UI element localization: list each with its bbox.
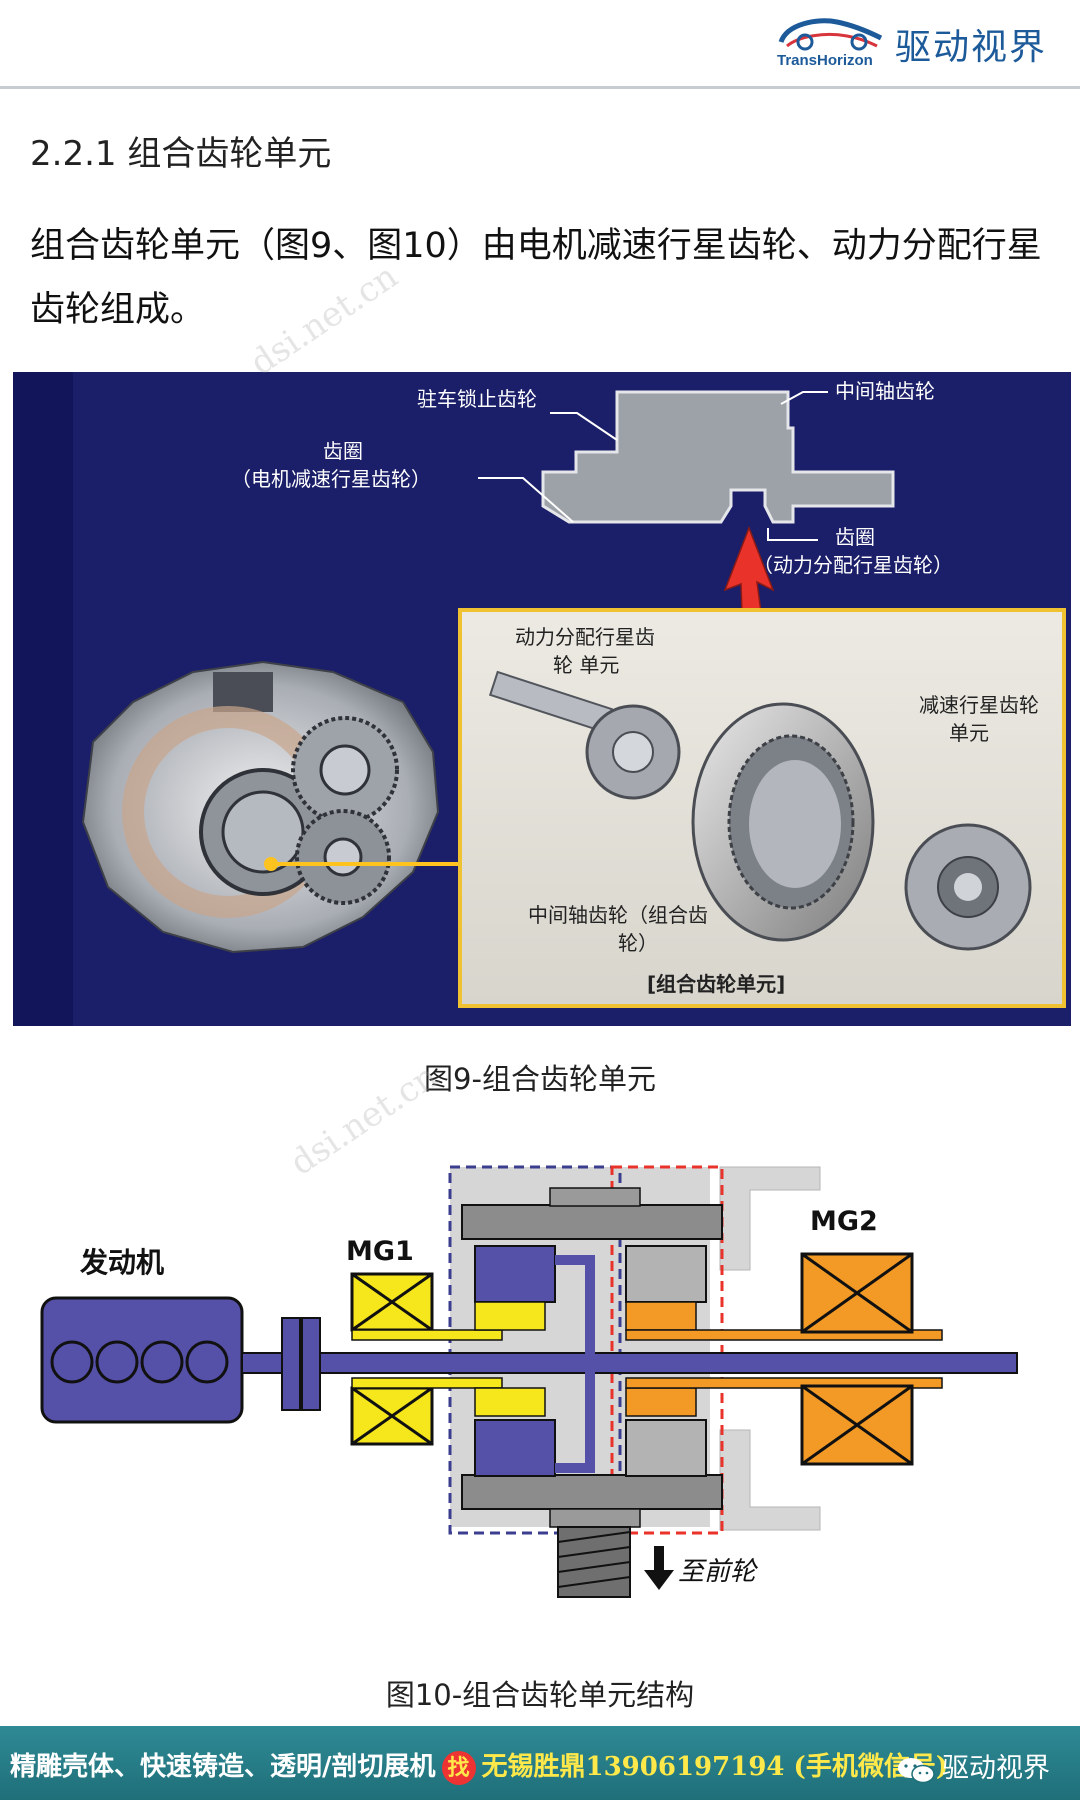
damper: [281, 1317, 301, 1411]
brand-logo: TransHorizon 驱动视界: [777, 12, 1052, 74]
find-badge: 找: [441, 1751, 476, 1785]
label-reduction-unit-1: 减速行星齿轮: [919, 693, 1039, 717]
label-unit-title: [组合齿轮单元]: [647, 972, 785, 996]
counter-ring-gear-image: [691, 702, 875, 942]
to-front-wheel-label: 至前轮: [678, 1557, 759, 1587]
transmission-assembly-image: [81, 660, 459, 954]
power-split-planetary-outline: [448, 1165, 622, 1535]
label-power-split-unit-2: 轮 单元: [553, 653, 619, 677]
gear-cross-section-diagram: [478, 390, 895, 541]
label-ring-gear-left-sub: （电机减速行星齿轮）: [231, 467, 431, 491]
figure-9-caption: 图9-组合齿轮单元: [424, 1062, 656, 1096]
label-power-split-unit-1: 动力分配行星齿: [515, 625, 655, 649]
down-arrow-icon: [644, 1546, 674, 1590]
logo-title: 驱动视界: [895, 27, 1048, 68]
logo-subtitle: TransHorizon: [777, 52, 873, 69]
figure-9-image: 驻车锁止齿轮 中间轴齿轮 齿圈 （电机减速行星齿轮） 齿圈 （动力分配行星齿轮）…: [13, 372, 1071, 1026]
mg1-label: MG1: [346, 1236, 414, 1267]
label-counter-gear-top: 中间轴齿轮: [835, 379, 935, 403]
wechat-icon: [898, 1757, 935, 1783]
footer-brand[interactable]: 驱动视界: [896, 1746, 1050, 1785]
label-ring-gear-right: 齿圈: [835, 525, 875, 549]
footer-brand-name: 驱动视界: [942, 1753, 1050, 1784]
page-header: TransHorizon 驱动视界: [0, 0, 1080, 89]
combined-gear-unit-panel: [458, 608, 1066, 1008]
power-split-planetary-set: [461, 1187, 723, 1528]
car-logo-icon: [778, 18, 883, 51]
footer-ad-text: 精雕壳体、快速铸造、透明/剖切展机: [10, 1752, 436, 1782]
footer-ad: 精雕壳体、快速铸造、透明/剖切展机找无锡胜鼎13906197194 (手机微信号…: [10, 1746, 948, 1785]
label-ring-gear-right-sub: （动力分配行星齿轮）: [753, 553, 953, 577]
mg2-label: MG2: [810, 1206, 878, 1237]
label-reduction-unit-2: 单元: [949, 721, 989, 745]
label-counter-gear-bottom-1: 中间轴齿轮（组合齿: [528, 903, 708, 927]
reduction-planetary-outline: [610, 1165, 724, 1535]
label-ring-gear-left: 齿圈: [323, 439, 363, 463]
power-split-gear-unit-image: [488, 670, 681, 800]
main-shaft: [241, 1352, 1018, 1374]
mg1-motor: [350, 1272, 503, 1446]
footer-banner[interactable]: 精雕壳体、快速铸造、透明/剖切展机找无锡胜鼎13906197194 (手机微信号…: [0, 1726, 1080, 1800]
mg2-motor: [800, 1252, 914, 1466]
engine-block: [40, 1296, 244, 1424]
label-parking-gear: 驻车锁止齿轮: [417, 387, 537, 411]
figure-10-caption: 图10-组合齿轮单元结构: [385, 1678, 695, 1712]
figure-10-diagram: 发动机 MG1: [30, 1150, 1050, 1630]
output-gear: [557, 1526, 631, 1598]
intro-paragraph: 组合齿轮单元（图9、图10）由电机减速行星齿轮、动力分配行星齿轮组成。: [30, 226, 1042, 330]
engine-label: 发动机: [79, 1246, 164, 1279]
section-title: 2.2.1 组合齿轮单元: [30, 134, 332, 174]
label-counter-gear-bottom-2: 轮）: [618, 931, 658, 955]
reduction-planetary-set: [625, 1245, 943, 1477]
footer-contact: 无锡胜鼎13906197194 (手机微信号): [481, 1752, 949, 1782]
reduction-gear-unit-image: [904, 823, 1032, 951]
